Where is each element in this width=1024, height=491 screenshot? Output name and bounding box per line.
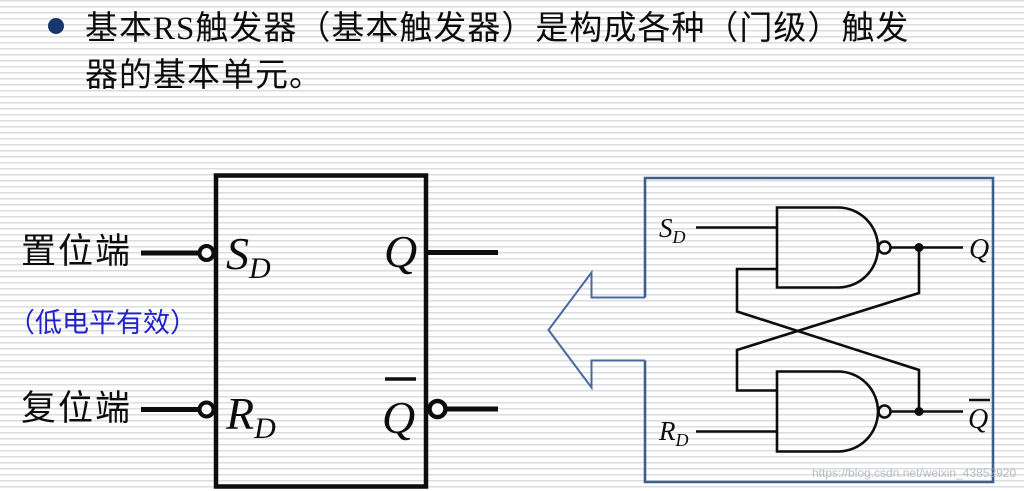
pin-qbar-text: Q xyxy=(382,392,415,443)
pin-label-sd: SD xyxy=(226,228,271,285)
pin-label-q: Q xyxy=(384,226,417,277)
nand-gate-top-bubble-icon xyxy=(877,240,892,255)
circuit-sd-base: S xyxy=(659,213,673,243)
set-terminal-label: 置位端 xyxy=(21,232,133,271)
reset-terminal-label: 复位端 xyxy=(21,389,133,428)
circuit-frame-border xyxy=(643,176,995,484)
pin-label-rd: RD xyxy=(225,388,276,445)
circuit-rd-sub: D xyxy=(675,430,689,450)
pin-q-text: Q xyxy=(384,226,417,277)
nand-gate-bottom-bubble-icon xyxy=(877,404,892,419)
bullet-text-line1: 基本RS触发器（基本触发器）是构成各种（门级）触发 xyxy=(85,11,910,47)
pin-label-qbar: Q xyxy=(382,392,415,443)
pin-rd-sub: D xyxy=(253,412,276,445)
pin-sd-base: S xyxy=(226,228,249,279)
circuit-sd-sub: D xyxy=(672,227,686,247)
nand-gate-bottom-body xyxy=(775,370,880,453)
q-feedback-wire xyxy=(735,247,921,392)
nand-latch-circuit xyxy=(696,206,963,453)
circuit-label-rd: RD xyxy=(658,416,689,450)
circuit-label-qbar: Q xyxy=(968,404,988,435)
pin-sd-sub: D xyxy=(248,252,271,285)
circuit-rd-base: R xyxy=(658,416,676,446)
bullet-text-line2: 器的基本单元。 xyxy=(85,58,323,94)
circuit-q-text: Q xyxy=(969,234,989,265)
watermark-url: https://blog.csdn.net/weixin_43852920 xyxy=(812,466,1017,480)
nand-gate-top-body xyxy=(775,206,880,289)
active-low-note: （低电平有效） xyxy=(8,308,197,338)
set-inversion-bubble-icon xyxy=(197,244,216,262)
circuit-label-sd: SD xyxy=(659,213,686,247)
circuit-qbar-text: Q xyxy=(968,404,988,435)
circuit-label-q: Q xyxy=(969,234,989,265)
qbar-feedback-wire xyxy=(735,267,921,412)
flipflop-symbol-diagram: SD Q RD Q xyxy=(141,173,498,489)
reset-inversion-bubble-icon xyxy=(197,400,216,419)
bullet-marker-icon xyxy=(48,18,64,34)
pin-rd-base: R xyxy=(225,388,254,439)
bullet-paragraph: 基本RS触发器（基本触发器）是构成各种（门级）触发 器的基本单元。 xyxy=(85,6,985,100)
qbar-inversion-bubble-icon xyxy=(427,398,448,420)
flipflop-box xyxy=(213,173,429,489)
left-block-arrow-icon xyxy=(547,269,645,391)
